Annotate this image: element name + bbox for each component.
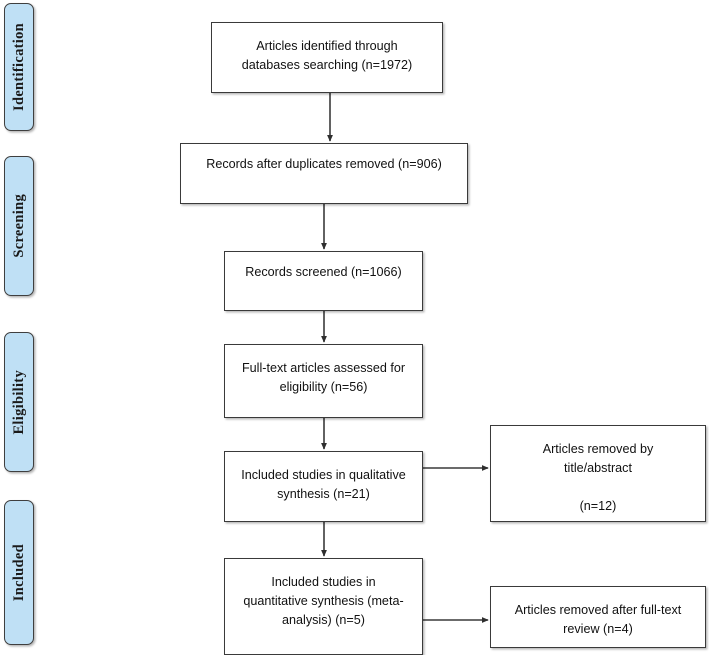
node-fulltext-articles-assessed: Full-text articles assessed for eligibil… [224, 344, 423, 418]
stage-label-identification: Identification [10, 23, 27, 111]
node-text-records-after-duplicates-removed: Records after duplicates removed (n=906) [206, 157, 442, 171]
node-articles-removed-title-abstract: Articles removed by title/abstract (n=12… [490, 425, 706, 522]
node-records-after-duplicates-removed: Records after duplicates removed (n=906) [180, 143, 468, 204]
stage-identification: Identification [4, 3, 34, 131]
node-included-studies-quantitative: Included studies in quantitative synthes… [224, 558, 423, 655]
node-text-included-studies-qualitative: Included studies in qualitative synthesi… [241, 468, 406, 501]
stage-label-eligibility: Eligibility [10, 369, 27, 435]
node-text-articles-removed-fulltext-review: Articles removed after full-text review … [514, 603, 682, 636]
node-included-studies-qualitative: Included studies in qualitative synthesi… [224, 451, 423, 522]
node-articles-removed-fulltext-review: Articles removed after full-text review … [490, 586, 706, 648]
stage-screening: Screening [4, 156, 34, 296]
stage-included: Included [4, 500, 34, 645]
node-articles-identified: Articles identified through databases se… [211, 22, 443, 93]
node-text-records-screened: Records screened (n=1066) [245, 265, 402, 279]
node-text-articles-identified: Articles identified through databases se… [241, 39, 413, 72]
stage-label-screening: Screening [10, 194, 27, 258]
stage-eligibility: Eligibility [4, 332, 34, 472]
node-text-articles-removed-title-abstract: Articles removed by title/abstract (n=12… [542, 442, 654, 513]
stage-label-included: Included [10, 543, 27, 602]
node-records-screened: Records screened (n=1066) [224, 251, 423, 311]
node-text-included-studies-quantitative: Included studies in quantitative synthes… [243, 575, 404, 627]
node-text-fulltext-articles-assessed: Full-text articles assessed for eligibil… [241, 361, 406, 394]
